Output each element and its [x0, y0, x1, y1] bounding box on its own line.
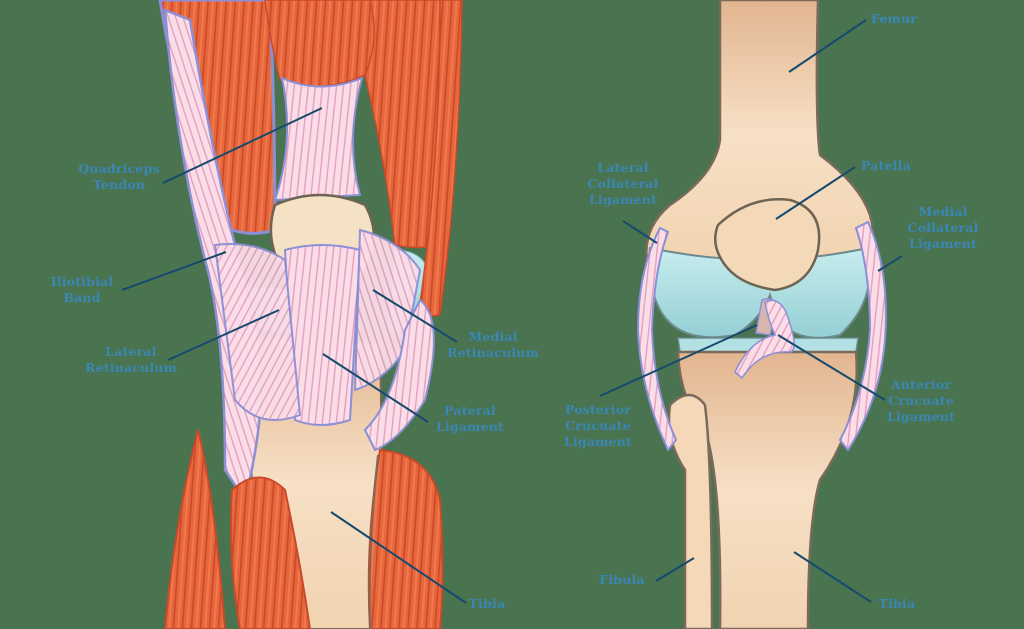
lateral-retinaculum — [213, 243, 302, 421]
label-posterior-cruciate-ligament: Posterior Crucuate Ligament — [563, 402, 633, 449]
label-pateral-ligament: Pateral Ligament — [435, 403, 505, 434]
label-iliotibial-band: Iliotibial Band — [50, 274, 114, 305]
leader-fibula — [655, 557, 695, 582]
leader-medial-collateral — [877, 255, 903, 272]
patellar-ligament — [283, 244, 362, 426]
label-tibia-right: Tibia — [878, 596, 916, 611]
leader-tibia-left — [330, 511, 467, 604]
leader-lines — [121, 19, 903, 604]
label-anterior-cruciate-ligament: Anterior Crucuate Ligament — [886, 377, 956, 424]
right-knee-bone-view — [636, 0, 887, 629]
leader-iliotibial-band — [121, 251, 227, 291]
left-knee-muscle-view — [158, 0, 463, 629]
lateral-collateral-ligament — [636, 226, 678, 452]
label-medial-retinaculum: Medial Retinaculum — [446, 329, 539, 360]
leader-quadriceps-tendon — [162, 107, 323, 184]
label-tibia-left: Tibia — [468, 596, 506, 611]
leader-pateral-ligament — [322, 353, 429, 423]
leader-medial-retinaculum — [372, 289, 458, 343]
leader-tibia-right — [793, 551, 872, 603]
label-femur: Femur — [870, 11, 918, 26]
patella-right — [713, 198, 821, 292]
label-fibula: Fibula — [599, 572, 645, 587]
leader-lateral-retinaculum — [167, 309, 280, 361]
leader-anterior-cruciate — [777, 334, 886, 401]
label-medial-collateral-ligament: Medial Collateral Ligament — [907, 204, 979, 251]
label-lateral-retinaculum: Lateral Retinaculum — [84, 344, 177, 375]
sartorius-muscle — [417, 0, 463, 319]
leader-patella — [775, 166, 856, 220]
anterior-cruciate-ligament-shape — [734, 299, 795, 380]
leader-posterior-cruciate — [599, 324, 758, 397]
quadriceps-tendon — [273, 76, 364, 202]
label-lateral-collateral-ligament: Lateral Collateral Ligament — [587, 160, 659, 207]
fibula-bone — [667, 393, 714, 629]
tibialis-muscle-left — [230, 476, 312, 629]
leader-femur — [788, 19, 867, 73]
label-quadriceps-tendon: Quadriceps Tendon — [78, 161, 160, 192]
leader-lateral-collateral — [622, 220, 658, 244]
label-patella: Patella — [861, 158, 911, 173]
quadriceps-muscle-center — [264, 0, 381, 88]
calf-muscle-right — [367, 448, 444, 629]
calf-muscle-left — [163, 429, 227, 629]
medial-band — [363, 298, 435, 452]
